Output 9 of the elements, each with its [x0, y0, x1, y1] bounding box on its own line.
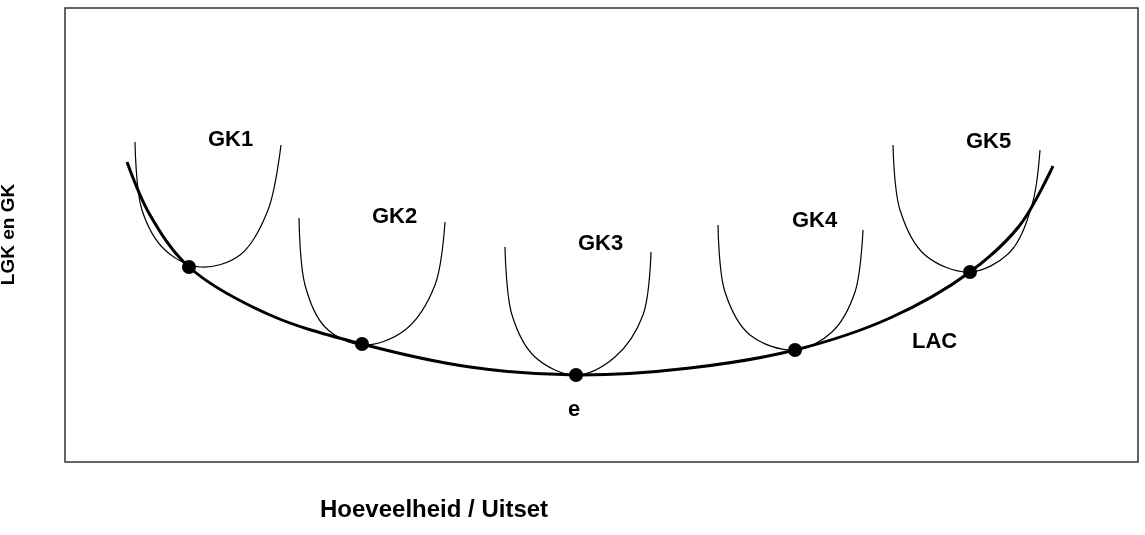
curve-label: GK3: [578, 232, 624, 254]
curve-label: LAC: [912, 330, 958, 352]
axis-title: LGK en GK: [0, 183, 18, 286]
curve-label: GK2: [372, 205, 418, 227]
curve-label: GK5: [966, 130, 1012, 152]
curve-label: GK4: [792, 209, 838, 231]
axis-title: Hoeveelheid / Uitset: [320, 497, 549, 521]
point-label: e: [568, 398, 581, 420]
curve-label: GK1: [208, 128, 254, 150]
